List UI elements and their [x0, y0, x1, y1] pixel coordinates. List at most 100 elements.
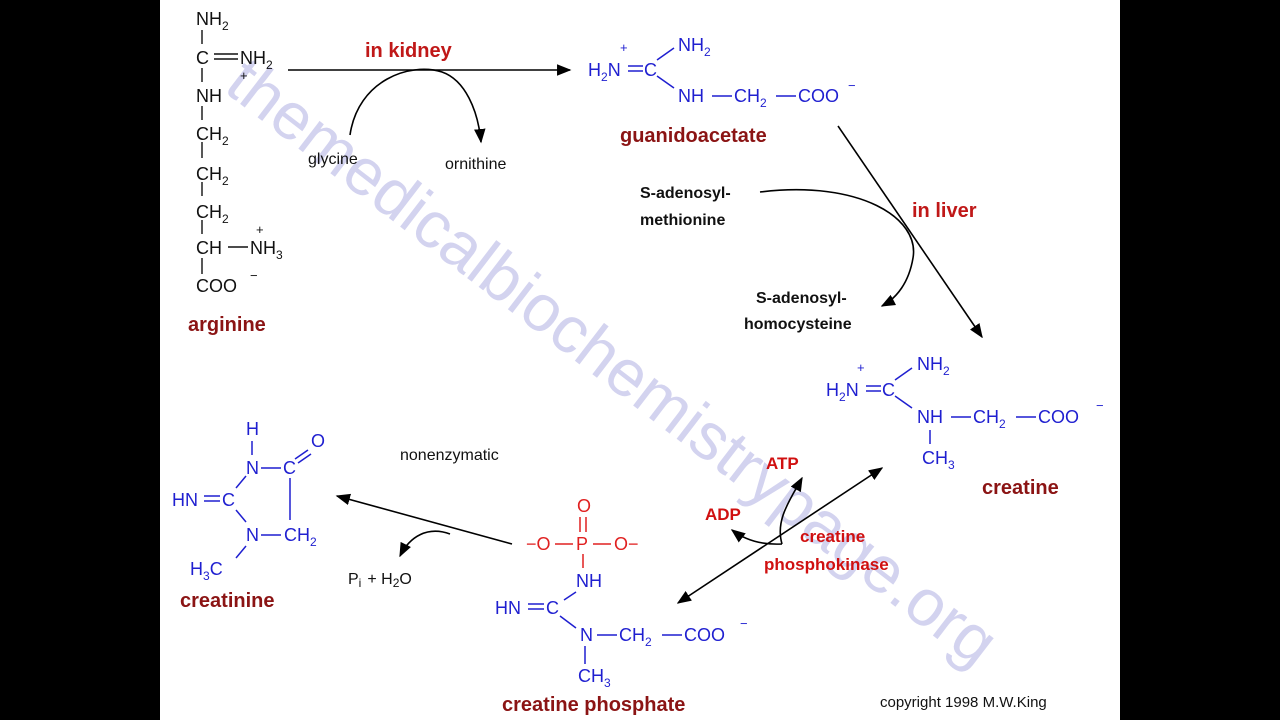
- svg-text:C: C: [644, 60, 657, 80]
- kinase-label-line1: creatine: [800, 527, 865, 546]
- ga-h2n: H: [588, 60, 601, 80]
- svg-text:−: −: [740, 616, 748, 631]
- cp-o-right: O−: [614, 534, 639, 554]
- cr-ch2: CH: [973, 407, 999, 427]
- svg-text:CH2: CH2: [973, 407, 1006, 431]
- liver-side-arrow: [759, 188, 915, 307]
- cr-nh2: NH: [917, 354, 943, 374]
- slide: themedicalbiochemistrypage.org NH2 C NH2…: [160, 0, 1120, 720]
- liver-arrow: [837, 125, 983, 339]
- arg-nh3: NH: [250, 238, 276, 258]
- cr-h2n: H: [826, 380, 839, 400]
- svg-text:+: +: [620, 40, 628, 55]
- creatine-pathway-diagram: themedicalbiochemistrypage.org NH2 C NH2…: [172, 9, 1104, 716]
- svg-text:CH2: CH2: [196, 202, 229, 226]
- sah-label-line1: S-adenosyl-: [756, 290, 847, 307]
- cp-nh: NH: [576, 571, 602, 591]
- cp-ch3: CH: [578, 666, 604, 686]
- ga-ch2: CH: [734, 86, 760, 106]
- kinase-label-line2: phosphokinase: [764, 555, 889, 574]
- creatine-phosphate-structure: O −O P O− NH HN C N CH2 COO − CH3: [495, 496, 748, 690]
- creatinine-label: creatinine: [180, 590, 274, 612]
- cp-ch2: CH: [619, 625, 645, 645]
- crn-ch2: CH: [284, 525, 310, 545]
- svg-text:NH2: NH2: [917, 354, 950, 378]
- svg-text:−: −: [848, 78, 856, 93]
- svg-text:H3C: H3C: [190, 559, 223, 583]
- arg-coo: COO: [196, 276, 237, 296]
- cp-coo: COO: [684, 625, 725, 645]
- cp-hn: HN: [495, 598, 521, 618]
- liver-location-label: in liver: [912, 200, 977, 222]
- ga-nh: NH: [678, 86, 704, 106]
- svg-text:CH2: CH2: [196, 164, 229, 188]
- ga-nh2: NH: [678, 35, 704, 55]
- crn-n2: N: [246, 525, 259, 545]
- arginine-structure: NH2 C NH2 + NH CH2 CH2 CH2 CH NH3 + COO …: [196, 9, 283, 296]
- crn-h3c: H: [190, 559, 203, 579]
- svg-text:CH3: CH3: [578, 666, 611, 690]
- pi-water-arrow: [399, 530, 451, 558]
- svg-text:CH2: CH2: [284, 525, 317, 549]
- creatine-label: creatine: [982, 477, 1059, 499]
- ga-coo: COO: [798, 86, 839, 106]
- svg-text:C: C: [222, 490, 235, 510]
- crn-hn: HN: [172, 490, 198, 510]
- atp-arrow: [779, 476, 803, 545]
- svg-text:NH2: NH2: [678, 35, 711, 59]
- nonenzymatic-label: nonenzymatic: [400, 447, 499, 464]
- guanidoacetate-structure: + H2N C NH2 NH CH2 COO −: [588, 35, 856, 110]
- crn-h: H: [246, 419, 259, 439]
- crn-c-top: C: [283, 458, 296, 478]
- crn-n1: N: [246, 458, 259, 478]
- kidney-location-label: in kidney: [365, 40, 453, 62]
- cr-ch3: CH: [922, 448, 948, 468]
- crn-o: O: [311, 431, 325, 451]
- sam-label-line1: S-adenosyl-: [640, 185, 731, 202]
- arg-coo-minus: −: [250, 268, 258, 283]
- svg-text:C: C: [882, 380, 895, 400]
- svg-text:H2N: H2N: [826, 380, 859, 404]
- svg-text:Pi+ H2O: Pi+ H2O: [348, 571, 412, 590]
- adp-arrow: [730, 529, 783, 545]
- cr-coo: COO: [1038, 407, 1079, 427]
- cp-o-left: −O: [526, 534, 551, 554]
- svg-text:+: +: [857, 360, 865, 375]
- ornithine-label: ornithine: [445, 156, 506, 173]
- water-label: + H: [367, 571, 392, 588]
- kidney-side-arrow: [349, 68, 486, 144]
- arg-nh3-plus: +: [256, 222, 264, 237]
- nonenzymatic-arrow: [335, 493, 513, 545]
- atp-label: ATP: [766, 454, 799, 473]
- arg-c-eq: C: [196, 48, 209, 68]
- svg-text:CH2: CH2: [619, 625, 652, 649]
- svg-text:NH2: NH2: [196, 9, 229, 33]
- svg-text:CH2: CH2: [196, 124, 229, 148]
- svg-text:CH3: CH3: [922, 448, 955, 472]
- glycine-label: glycine: [308, 151, 358, 168]
- watermark: themedicalbiochemistrypage.org: [213, 42, 1012, 679]
- creatinine-structure: H N C O HN C N CH2 H3C: [172, 419, 325, 583]
- arginine-label: arginine: [188, 314, 266, 336]
- creatine-structure: + H2N C NH2 NH CH2 COO − CH3: [826, 354, 1104, 472]
- cp-n: N: [580, 625, 593, 645]
- svg-text:NH2: NH2: [240, 48, 273, 72]
- cp-p: P: [576, 534, 588, 554]
- arg-ch2-3: CH: [196, 202, 222, 222]
- cr-nh: NH: [917, 407, 943, 427]
- arg-ch2-2: CH: [196, 164, 222, 184]
- sam-label-line2: methionine: [640, 212, 725, 229]
- pi-label: P: [348, 571, 359, 588]
- svg-text:C: C: [546, 598, 559, 618]
- svg-text:−: −: [1096, 398, 1104, 413]
- copyright-text: copyright 1998 M.W.King: [880, 694, 1047, 711]
- arg-eq-nh2: NH: [240, 48, 266, 68]
- guanidoacetate-label: guanidoacetate: [620, 125, 767, 147]
- cp-o-top: O: [577, 496, 591, 516]
- arg-nh: NH: [196, 86, 222, 106]
- svg-text:H2N: H2N: [588, 60, 621, 84]
- adp-label: ADP: [705, 505, 741, 524]
- arg-ch: CH: [196, 238, 222, 258]
- arg-nh2-text: NH: [196, 9, 222, 29]
- svg-text:NH3: NH3: [250, 238, 283, 262]
